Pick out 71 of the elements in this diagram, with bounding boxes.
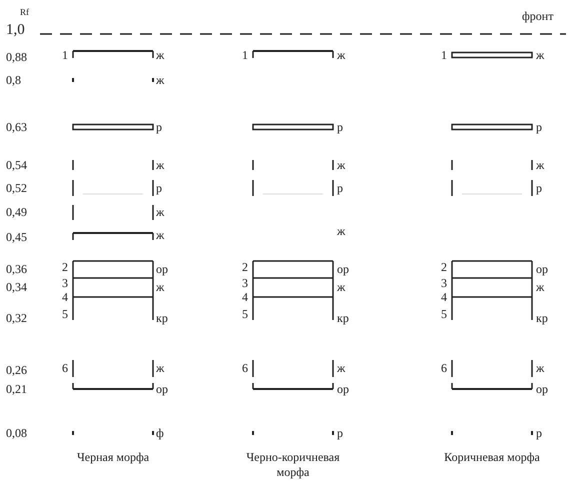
band-color-letter: ж: [337, 48, 346, 62]
rf-value-label: 0,52: [6, 181, 27, 195]
rf-value-label: 0,45: [6, 230, 27, 244]
band-color-letter: кр: [536, 311, 548, 325]
band-color-letter: ж: [156, 280, 164, 294]
band-color-letter: р: [156, 120, 162, 134]
rf-value-label: 0,08: [6, 426, 27, 440]
rf-value-label: 0,8: [6, 73, 21, 87]
band-color-letter: ж: [156, 158, 164, 172]
band-number: 2: [441, 260, 447, 274]
rf-value-label: 0,34: [6, 280, 27, 294]
band-number: 1: [242, 48, 248, 62]
band-color-letter: ж: [156, 205, 164, 219]
band-color-letter: ф: [156, 426, 164, 440]
band-color-letter: ор: [156, 382, 168, 396]
band-color-letter: р: [337, 181, 343, 195]
band-color-letter: ж: [156, 73, 164, 87]
band-color-letter: ж: [156, 361, 164, 375]
band-color-letter: кр: [337, 311, 349, 325]
rf-value-label: 0,54: [6, 158, 27, 172]
front-label: фронт: [522, 9, 554, 23]
column-title: Черная морфа: [76, 450, 150, 465]
band-color-letter: ж: [536, 158, 544, 172]
column-title: Черно-коричневая морфа: [245, 450, 341, 480]
rf-value-label: 0,63: [6, 120, 27, 134]
band-color-letter: ор: [337, 382, 349, 396]
band-color-letter: ор: [536, 262, 548, 276]
band-color-letter: ж: [156, 228, 164, 242]
band-number: 5: [441, 307, 447, 321]
band-color-letter: ж: [536, 361, 544, 375]
band-number: 4: [62, 290, 68, 304]
rf-value-label: 1,0: [6, 23, 25, 37]
band-number: 6: [62, 361, 68, 375]
rf-value-label: 0,26: [6, 363, 27, 377]
band-color-letter: р: [156, 181, 162, 195]
band-number: 3: [62, 276, 68, 290]
band-number: 2: [242, 260, 248, 274]
axis-title: Rf: [20, 6, 29, 19]
band-color-letter: ж: [156, 48, 164, 62]
band-color-letter: ж: [536, 280, 544, 294]
band-color-letter: р: [536, 120, 542, 134]
band-number: 4: [441, 290, 447, 304]
rf-value-label: 0,32: [6, 311, 27, 325]
band-color-letter: ж: [337, 361, 346, 375]
band-color-letter: ж: [337, 224, 346, 238]
band-color-letter: р: [536, 426, 542, 440]
band-color-letter: ор: [337, 262, 349, 276]
band-number: 3: [441, 276, 447, 290]
band-color-letter: р: [337, 120, 343, 134]
rf-value-label: 0,36: [6, 262, 27, 276]
band-number: 4: [242, 290, 248, 304]
band-color-letter: ж: [337, 280, 346, 294]
band-color-letter: р: [536, 181, 542, 195]
band-number: 6: [242, 361, 248, 375]
band-number: 5: [242, 307, 248, 321]
band-number: 1: [441, 48, 447, 62]
band-color-letter: ж: [536, 48, 544, 62]
band-number: 5: [62, 307, 68, 321]
rf-value-label: 0,49: [6, 205, 27, 219]
band-color-letter: р: [337, 426, 343, 440]
band-number: 2: [62, 260, 68, 274]
band-color-letter: ж: [337, 158, 346, 172]
band-number: 3: [242, 276, 248, 290]
rf-value-label: 0,88: [6, 50, 27, 64]
band-color-letter: ор: [536, 382, 548, 396]
band-color-letter: ор: [156, 262, 168, 276]
band-number: 1: [62, 48, 68, 62]
column-title: Коричневая морфа: [443, 450, 541, 465]
rf-value-label: 0,21: [6, 382, 27, 396]
band-number: 6: [441, 361, 447, 375]
band-color-letter: кр: [156, 311, 168, 325]
